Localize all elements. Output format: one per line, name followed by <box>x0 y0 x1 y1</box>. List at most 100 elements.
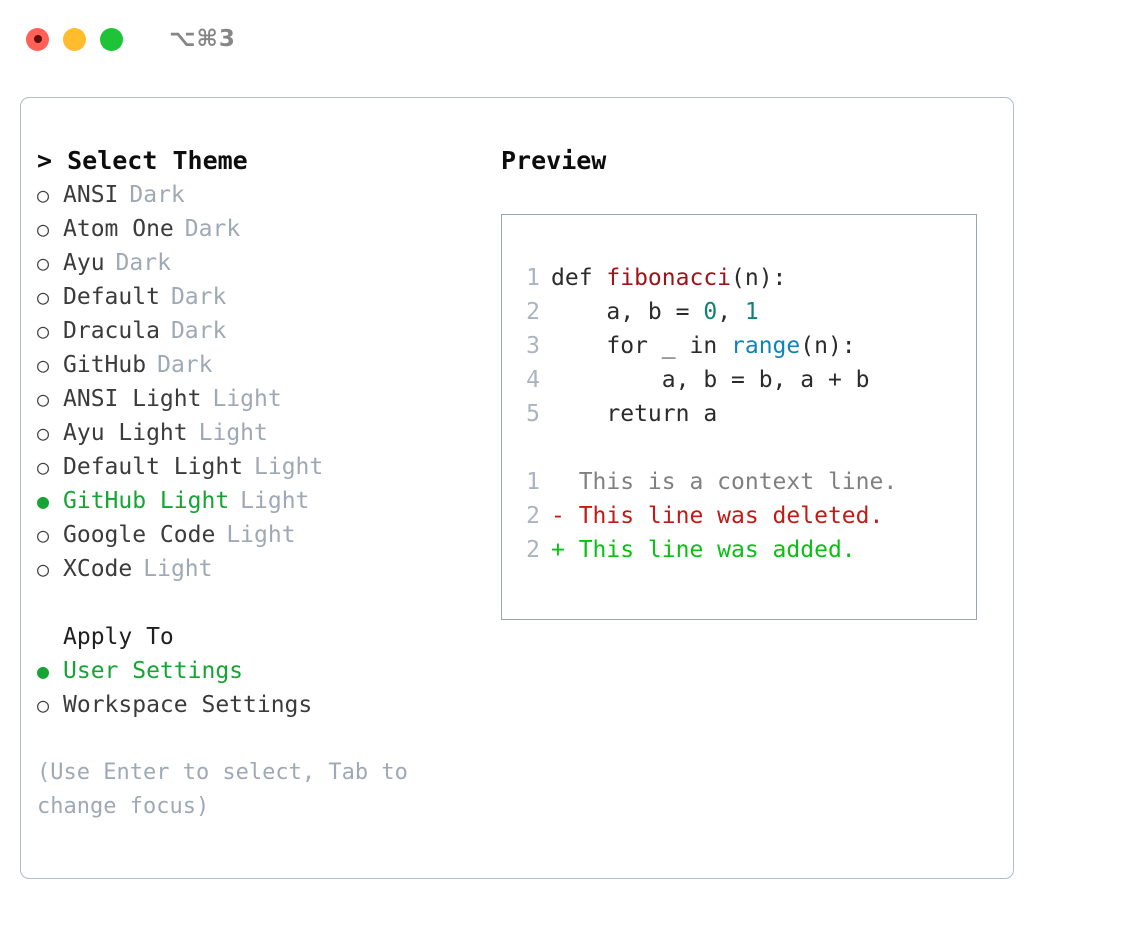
apply-to-item-selected[interactable]: ● User Settings <box>37 654 497 688</box>
theme-label: Ayu Light <box>63 420 188 446</box>
keyboard-hint-text: (Use Enter to select, Tab to change focu… <box>37 760 422 819</box>
line-number: 2 <box>526 503 540 529</box>
theme-label: GitHub <box>63 352 147 378</box>
theme-list-item[interactable]: ○ GitHub Dark <box>37 348 497 382</box>
theme-label: ANSI <box>63 182 119 208</box>
radio-unselected-icon: ○ <box>37 387 50 411</box>
code-token-number: 0 <box>703 299 718 325</box>
radio-unselected-icon: ○ <box>37 251 50 275</box>
radio-selected-icon: ● <box>37 659 50 683</box>
theme-label: Google Code <box>63 522 216 548</box>
theme-tag: Light <box>240 488 310 514</box>
theme-tag: Dark <box>115 250 171 276</box>
radio-unselected-icon: ○ <box>37 455 50 479</box>
theme-tag: Dark <box>170 318 227 344</box>
line-number: 1 <box>526 469 540 495</box>
line-number: 2 <box>526 537 540 563</box>
diff-line-deleted: 2 - This line was deleted. <box>514 499 976 533</box>
code-token-builtin: range <box>731 333 801 359</box>
minimize-button[interactable] <box>63 27 86 51</box>
code-line: 4 a, b = b, a + b <box>514 363 976 397</box>
diff-text: - This line was deleted. <box>551 503 884 529</box>
code-token: for _ in <box>551 333 732 359</box>
theme-list-item[interactable]: ○ Default Light Light <box>37 450 497 484</box>
theme-tag: Light <box>212 386 282 412</box>
theme-tag: Dark <box>157 352 213 378</box>
theme-label: GitHub Light <box>63 488 230 514</box>
preview-code-box: 1 def fibonacci (n): 2 a, b = 0 , 1 <box>501 214 977 620</box>
theme-list-item[interactable]: ○ Dracula Dark <box>37 314 497 348</box>
title-bar: ⌥⌘3 <box>0 0 1140 78</box>
theme-list-item[interactable]: ○ Ayu Light Light <box>37 416 497 450</box>
theme-list-item[interactable]: ○ ANSI Dark <box>37 178 497 212</box>
main-card: > Select Theme ○ ANSI Dark ○ Atom One Da… <box>20 97 1014 879</box>
radio-unselected-icon: ○ <box>37 285 50 309</box>
radio-unselected-icon: ○ <box>37 183 50 207</box>
theme-label: Default Light <box>63 454 244 480</box>
zoom-button[interactable] <box>100 27 123 51</box>
theme-label: ANSI Light <box>63 386 202 412</box>
radio-unselected-icon: ○ <box>37 693 50 717</box>
list-gap <box>37 586 497 620</box>
radio-selected-icon: ● <box>37 489 50 513</box>
diff-line-context: 1 This is a context line. <box>514 465 976 499</box>
preview-panel: Preview 1 def fibonacci (n): 2 a, b = <box>501 144 991 620</box>
window-title-shortcut: ⌥⌘3 <box>169 26 236 52</box>
code-token: a, b = <box>551 299 704 325</box>
code-line: 2 a, b = 0 , 1 <box>514 295 976 329</box>
theme-tag: Light <box>198 420 268 446</box>
apply-to-item[interactable]: ○ Workspace Settings <box>37 688 497 722</box>
theme-list-item-selected[interactable]: ● GitHub Light Light <box>37 484 497 518</box>
apply-to-option-label: User Settings <box>63 658 244 684</box>
code-token: def <box>551 265 607 291</box>
theme-list-item[interactable]: ○ Google Code Light <box>37 518 497 552</box>
diff-text: + This line was added. <box>551 537 856 563</box>
diff-text: This is a context line. <box>551 469 898 495</box>
code-line: 1 def fibonacci (n): <box>514 261 976 295</box>
radio-unselected-icon: ○ <box>37 319 50 343</box>
theme-list-item[interactable]: ○ Atom One Dark <box>37 212 497 246</box>
diff-sample: 1 This is a context line. 2 - This line … <box>514 465 976 567</box>
theme-tag: Light <box>143 556 213 582</box>
line-number: 4 <box>526 367 540 393</box>
theme-list-item[interactable]: ○ Ayu Dark <box>37 246 497 280</box>
apply-to-option-label: Workspace Settings <box>63 692 313 718</box>
apply-to-heading: Apply To <box>37 620 497 654</box>
code-token-function: fibonacci <box>606 265 732 291</box>
code-token-number: 1 <box>744 299 759 325</box>
code-token: a, b = b, a + b <box>551 367 870 393</box>
line-number: 1 <box>526 265 540 291</box>
radio-unselected-icon: ○ <box>37 523 50 547</box>
select-theme-heading: > Select Theme <box>37 146 248 175</box>
theme-label: Default <box>63 284 160 310</box>
theme-tag: Dark <box>184 216 241 242</box>
radio-unselected-icon: ○ <box>37 217 50 241</box>
theme-tag: Dark <box>129 182 185 208</box>
radio-unselected-icon: ○ <box>37 353 50 377</box>
line-number: 3 <box>526 333 540 359</box>
radio-unselected-icon: ○ <box>37 421 50 445</box>
theme-tag: Light <box>254 454 324 480</box>
theme-list-item[interactable]: ○ XCode Light <box>37 552 497 586</box>
code-token: (n): <box>800 333 856 359</box>
radio-unselected-icon: ○ <box>37 557 50 581</box>
theme-list-item[interactable]: ○ ANSI Light Light <box>37 382 497 416</box>
code-line: 3 for _ in range (n): <box>514 329 976 363</box>
code-token: return a <box>551 401 718 427</box>
theme-list-item[interactable]: ○ Default Dark <box>37 280 497 314</box>
code-diff-separator <box>514 431 976 465</box>
close-button[interactable] <box>26 27 49 51</box>
line-number: 2 <box>526 299 540 325</box>
theme-list: ○ ANSI Dark ○ Atom One Dark ○ Ayu Dark <box>37 178 497 586</box>
preview-heading: Preview <box>501 146 607 175</box>
theme-label: Dracula <box>63 318 160 344</box>
spacer-marker <box>37 620 63 654</box>
theme-label: XCode <box>63 556 133 582</box>
window-controls <box>26 27 123 51</box>
code-token: (n): <box>731 265 787 291</box>
apply-to-label: Apply To <box>63 624 174 650</box>
theme-label: Atom One <box>63 216 174 242</box>
apply-to-group: Apply To ● User Settings ○ Workspace Set… <box>37 620 497 722</box>
theme-tag: Dark <box>170 284 227 310</box>
